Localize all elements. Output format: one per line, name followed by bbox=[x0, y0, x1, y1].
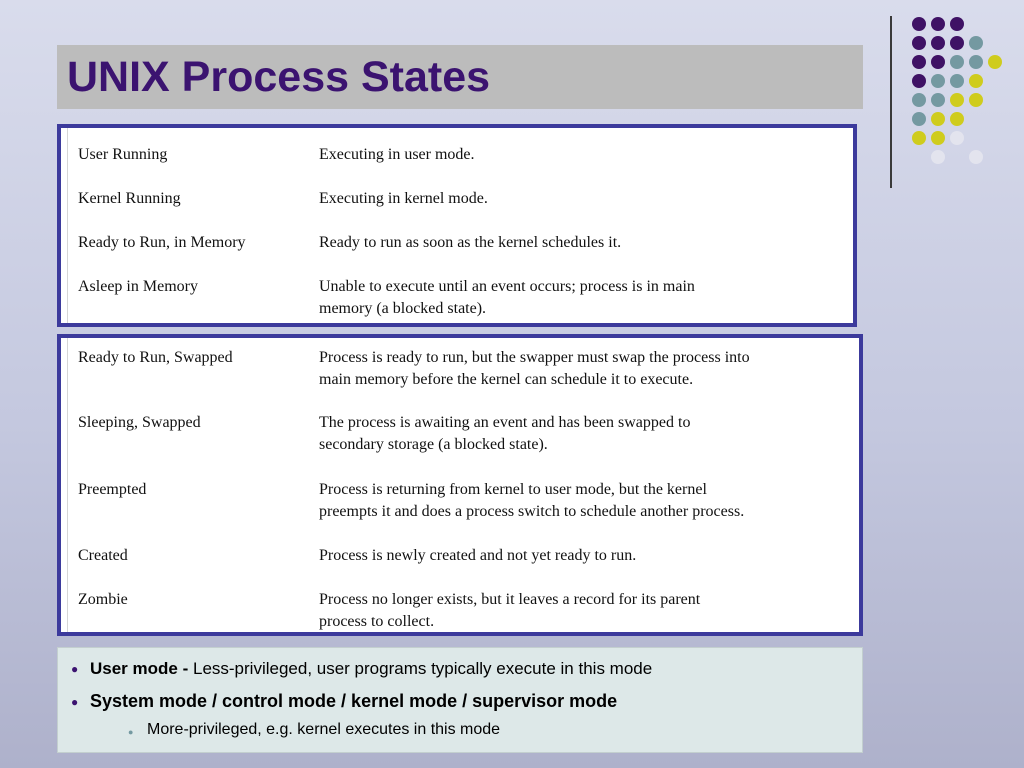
decor-dot bbox=[988, 55, 1002, 69]
decor-dot bbox=[912, 131, 926, 145]
decor-dot bbox=[912, 36, 926, 50]
state-name: Kernel Running bbox=[78, 190, 181, 207]
decor-dot bbox=[931, 36, 945, 50]
decor-dot bbox=[931, 112, 945, 126]
desc-line: Executing in user mode. bbox=[319, 146, 475, 163]
desc-line: Ready to run as soon as the kernel sched… bbox=[319, 234, 622, 251]
decor-dot bbox=[969, 93, 983, 107]
desc-line: The process is awaiting an event and has… bbox=[319, 414, 691, 431]
decor-dot bbox=[931, 131, 945, 145]
state-description: Process is ready to run, but the swapper… bbox=[319, 347, 855, 391]
decor-dot bbox=[969, 74, 983, 88]
title-bar: UNIX Process States bbox=[57, 45, 863, 109]
state-description: Executing in kernel mode. bbox=[319, 188, 849, 210]
state-description: Process is returning from kernel to user… bbox=[319, 479, 855, 523]
state-name: Created bbox=[78, 547, 128, 564]
state-description: Ready to run as soon as the kernel sched… bbox=[319, 232, 849, 254]
decor-dot bbox=[931, 74, 945, 88]
desc-line: process to collect. bbox=[319, 613, 435, 630]
desc-line: main memory before the kernel can schedu… bbox=[319, 371, 694, 388]
decor-dot bbox=[912, 74, 926, 88]
state-description: Executing in user mode. bbox=[319, 144, 849, 166]
desc-line: Executing in kernel mode. bbox=[319, 190, 488, 207]
desc-line: Process is newly created and not yet rea… bbox=[319, 547, 637, 564]
desc-line: Process is returning from kernel to user… bbox=[319, 481, 707, 498]
decor-dot bbox=[969, 150, 983, 164]
desc-line: Process no longer exists, but it leaves … bbox=[319, 591, 701, 608]
table-body: User Running Executing in user mode. Ker… bbox=[67, 128, 853, 323]
state-name: Ready to Run, Swapped bbox=[78, 349, 233, 366]
decor-dot bbox=[950, 74, 964, 88]
process-states-table-memory: User Running Executing in user mode. Ker… bbox=[57, 124, 857, 327]
decor-dot bbox=[931, 17, 945, 31]
decorative-divider bbox=[890, 16, 892, 188]
user-mode-label: User mode bbox=[90, 659, 178, 678]
decor-dot bbox=[969, 36, 983, 50]
state-name: Asleep in Memory bbox=[78, 278, 198, 295]
bullet-dot-icon: ● bbox=[71, 695, 79, 709]
state-description: Process no longer exists, but it leaves … bbox=[319, 589, 855, 633]
state-name: Sleeping, Swapped bbox=[78, 414, 201, 431]
state-name: Ready to Run, in Memory bbox=[78, 234, 246, 251]
decor-dot bbox=[912, 93, 926, 107]
decor-dot bbox=[931, 150, 945, 164]
slide-title: UNIX Process States bbox=[67, 53, 491, 101]
table-body: Ready to Run, Swapped Process is ready t… bbox=[67, 338, 859, 632]
user-mode-text: Less-privileged, user programs typically… bbox=[192, 659, 653, 678]
user-mode-note: User mode - Less-privileged, user progra… bbox=[90, 659, 652, 679]
process-states-table-swapped: Ready to Run, Swapped Process is ready t… bbox=[57, 334, 863, 636]
decor-dot bbox=[950, 55, 964, 69]
state-name: Preempted bbox=[78, 481, 147, 498]
system-mode-note: System mode / control mode / kernel mode… bbox=[90, 691, 618, 711]
decor-dot bbox=[950, 131, 964, 145]
state-description: Unable to execute until an event occurs;… bbox=[319, 276, 849, 320]
decor-dot bbox=[950, 17, 964, 31]
state-name: User Running bbox=[78, 146, 168, 163]
decor-dot bbox=[950, 36, 964, 50]
sub-bullet-dot-icon: ● bbox=[128, 727, 134, 737]
desc-line: secondary storage (a blocked state). bbox=[319, 436, 548, 453]
desc-line: Unable to execute until an event occurs;… bbox=[319, 278, 695, 295]
decor-dot bbox=[969, 55, 983, 69]
decor-dot bbox=[912, 112, 926, 126]
decor-dot bbox=[912, 17, 926, 31]
mode-notes: ● User mode - Less-privileged, user prog… bbox=[57, 647, 863, 753]
user-mode-separator: - bbox=[177, 659, 193, 678]
decor-dot bbox=[950, 112, 964, 126]
state-name: Zombie bbox=[78, 591, 128, 608]
decor-dot bbox=[912, 55, 926, 69]
privilege-sub-note: More-privileged, e.g. kernel executes in… bbox=[147, 721, 501, 738]
decor-dot bbox=[931, 55, 945, 69]
decor-dot bbox=[931, 93, 945, 107]
state-description: Process is newly created and not yet rea… bbox=[319, 545, 855, 567]
desc-line: Process is ready to run, but the swapper… bbox=[319, 349, 750, 366]
bullet-dot-icon: ● bbox=[71, 662, 79, 676]
desc-line: preempts it and does a process switch to… bbox=[319, 503, 745, 520]
state-description: The process is awaiting an event and has… bbox=[319, 412, 855, 456]
desc-line: memory (a blocked state). bbox=[319, 300, 487, 317]
decor-dot bbox=[950, 93, 964, 107]
